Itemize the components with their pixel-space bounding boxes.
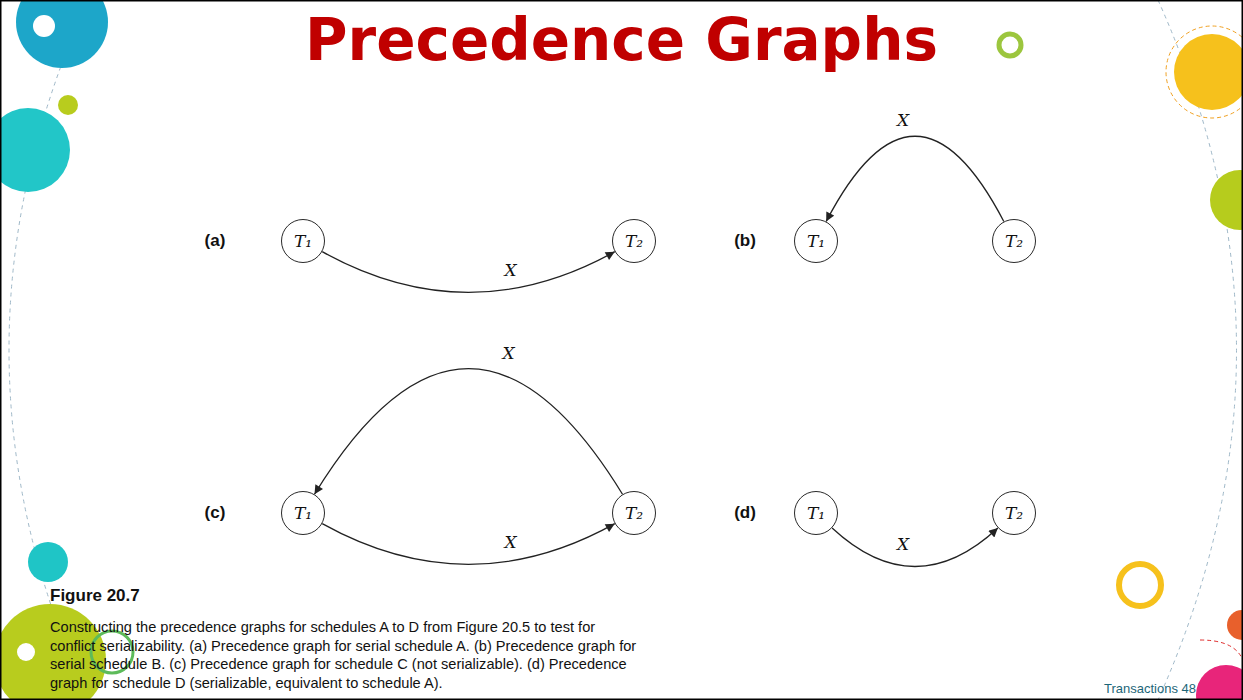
slide-title: Precedence Graphs xyxy=(0,6,1243,74)
deco-ring xyxy=(999,34,1021,56)
deco-dashed-ring xyxy=(1166,26,1243,118)
subfigure-letter: (b) xyxy=(734,231,756,251)
deco-circle xyxy=(1210,170,1243,230)
edge-label: X xyxy=(895,534,911,554)
precedence-arrow xyxy=(314,369,622,495)
deco-circle xyxy=(28,542,68,582)
subfigure-letter: (d) xyxy=(734,503,756,523)
edge-label: X xyxy=(502,260,518,280)
node-label: T₂ xyxy=(1005,503,1023,523)
graph-node-circle: T₂ xyxy=(992,219,1036,263)
node-label: T₁ xyxy=(807,503,825,523)
graph-node-circle: T₁ xyxy=(794,219,838,263)
graph-node-circle: T₂ xyxy=(612,219,656,263)
deco-dot xyxy=(58,95,78,115)
graph-node-circle: T₁ xyxy=(281,491,325,535)
node-label: T₁ xyxy=(807,231,825,251)
deco-circle xyxy=(0,108,70,192)
precedence-arrow xyxy=(322,252,615,293)
graph-node-circle: T₂ xyxy=(612,491,656,535)
deco-circle xyxy=(1227,610,1243,640)
edge-label: X xyxy=(502,532,518,552)
deco-circle xyxy=(1174,34,1243,110)
edge-label: X xyxy=(500,343,516,363)
edge-label: X xyxy=(895,110,911,130)
figure-caption: Constructing the precedence graphs for s… xyxy=(50,618,642,692)
node-label: T₂ xyxy=(625,231,643,251)
deco-circle xyxy=(16,0,108,68)
deco-ring xyxy=(1119,564,1161,606)
node-label: T₂ xyxy=(625,503,643,523)
precedence-arrow xyxy=(832,528,998,567)
subfigure-letter: (a) xyxy=(205,231,226,251)
subfigure-letter: (c) xyxy=(205,503,226,523)
node-label: T₁ xyxy=(294,231,312,251)
deco-dot xyxy=(33,15,55,37)
graph-node-circle: T₂ xyxy=(992,491,1036,535)
graph-node-circle: T₁ xyxy=(794,491,838,535)
figure-number: Figure 20.7 xyxy=(50,586,140,606)
node-label: T₂ xyxy=(1005,231,1023,251)
precedence-arrow xyxy=(826,136,1004,221)
precedence-arrow xyxy=(322,524,615,565)
graph-node-circle: T₁ xyxy=(281,219,325,263)
deco-circle xyxy=(1196,665,1243,700)
slide-footer: Transactions 48 xyxy=(1104,681,1196,696)
deco-dot xyxy=(17,643,35,661)
node-label: T₁ xyxy=(294,503,312,523)
